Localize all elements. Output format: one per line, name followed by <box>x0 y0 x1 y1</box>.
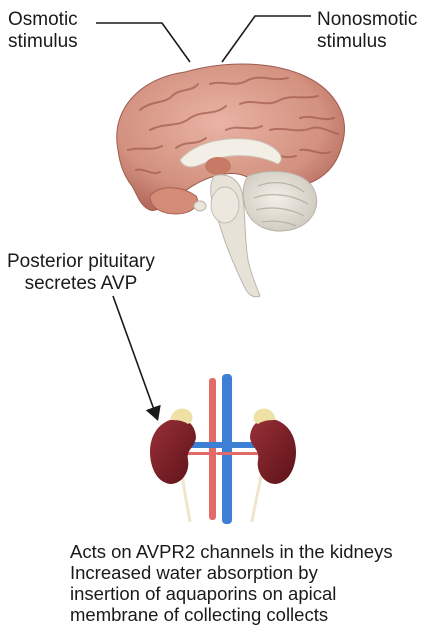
nonosmotic-line1: Nonosmotic <box>317 9 417 31</box>
osmotic-pointer-line <box>96 23 190 62</box>
nonosmotic-line2: stimulus <box>317 31 417 53</box>
aorta-vessel <box>209 378 216 520</box>
pituitary-line1: Posterior pituitary <box>7 251 155 273</box>
kidney-line3: insertion of aquaporins on apical <box>70 583 393 604</box>
pituitary-line2: secretes AVP <box>7 273 155 295</box>
kidneys-illustration <box>150 374 296 524</box>
kidney-action-text: Acts on AVPR2 channels in the kidneys In… <box>70 541 393 625</box>
right-ureter <box>252 472 262 522</box>
osmotic-stimulus-label: Osmotic stimulus <box>8 9 78 53</box>
left-ureter <box>182 472 190 522</box>
osmotic-line1: Osmotic <box>8 9 78 31</box>
kidney-line2: Increased water absorption by <box>70 562 393 583</box>
osmotic-line2: stimulus <box>8 31 78 53</box>
pituitary-to-kidney-arrow <box>113 296 157 418</box>
pituitary-label: Posterior pituitary secretes AVP <box>7 251 155 295</box>
vena-cava-vessel <box>222 374 232 524</box>
left-kidney-shape <box>150 418 196 484</box>
kidney-line4: membrane of collecting collects <box>70 604 393 625</box>
kidney-line1: Acts on AVPR2 channels in the kidneys <box>70 541 393 562</box>
pons-shape <box>211 187 239 223</box>
pituitary-shape <box>194 201 206 211</box>
nonosmotic-stimulus-label: Nonosmotic stimulus <box>317 9 417 53</box>
nonosmotic-pointer-line <box>222 16 311 62</box>
thalamus-shape <box>205 157 231 175</box>
left-renal-artery <box>186 452 216 455</box>
right-kidney-shape <box>250 418 296 484</box>
right-renal-artery <box>216 452 260 455</box>
